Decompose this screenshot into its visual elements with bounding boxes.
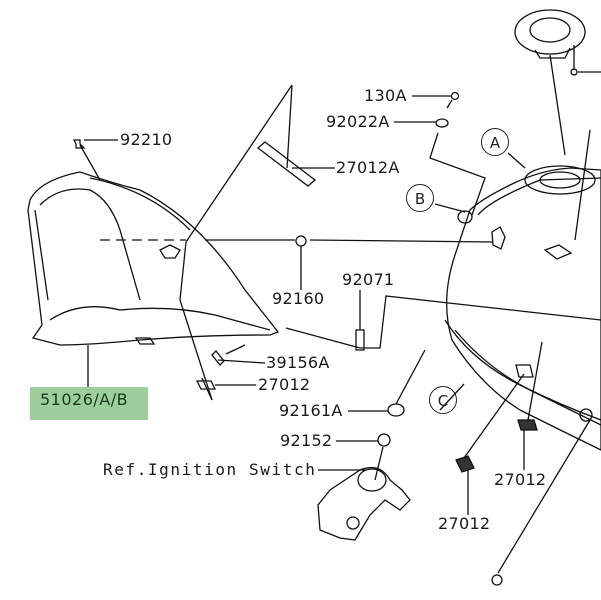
ignition-switch bbox=[317, 466, 411, 541]
part-label-27012-right[interactable]: 27012 bbox=[494, 470, 547, 489]
reference-ignition-switch: Ref.Ignition Switch bbox=[103, 460, 317, 479]
part-label-27012a[interactable]: 27012A bbox=[336, 158, 400, 177]
callout-c: C bbox=[429, 386, 457, 414]
part-label-27012-bottom[interactable]: 27012 bbox=[438, 514, 491, 533]
highlighted-part-label: 51026/A/B bbox=[40, 390, 129, 409]
highlighted-part-51026[interactable]: 51026/A/B bbox=[30, 387, 148, 420]
part-label-92071[interactable]: 92071 bbox=[342, 270, 395, 289]
part-label-92022a[interactable]: 92022A bbox=[326, 112, 390, 131]
side-cowl-panel bbox=[27, 171, 280, 346]
part-label-92160[interactable]: 92160 bbox=[272, 289, 325, 308]
fuel-tank bbox=[446, 167, 601, 451]
part-label-92152[interactable]: 92152 bbox=[280, 431, 333, 450]
filler-cap bbox=[514, 9, 586, 55]
part-label-39156a[interactable]: 39156A bbox=[266, 353, 330, 372]
part-label-92210[interactable]: 92210 bbox=[120, 130, 173, 149]
part-label-92161a[interactable]: 92161A bbox=[279, 401, 343, 420]
part-label-130a[interactable]: 130A bbox=[364, 86, 407, 105]
part-label-27012-left[interactable]: 27012 bbox=[258, 375, 311, 394]
callout-a: A bbox=[481, 128, 509, 156]
grommet-92161a bbox=[387, 403, 405, 417]
callout-b: B bbox=[406, 184, 434, 212]
